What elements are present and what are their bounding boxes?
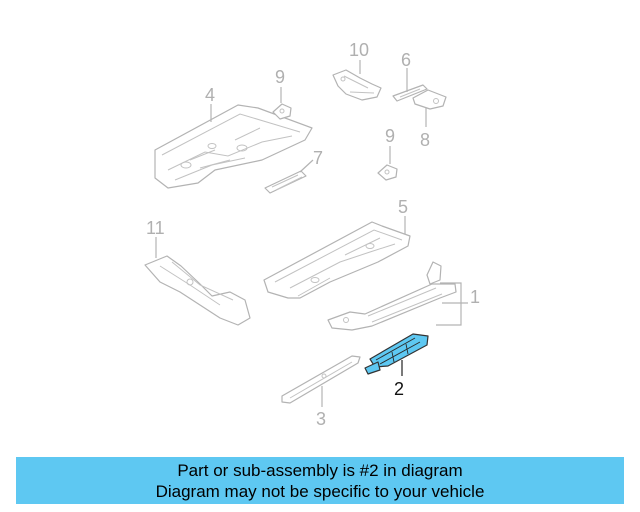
leader-7 — [299, 159, 314, 173]
part-1-assembly[interactable] — [327, 261, 457, 331]
part-6-strip[interactable] — [392, 84, 428, 102]
part-11-side-member[interactable] — [144, 255, 251, 326]
callout-5: 5 — [398, 197, 408, 217]
callout-2: 2 — [394, 379, 404, 399]
part-10-bracket[interactable] — [332, 69, 382, 101]
callout-11: 11 — [146, 218, 165, 238]
part-3-rail[interactable] — [281, 355, 361, 404]
part-5-floor-pan[interactable] — [263, 221, 411, 299]
callout-4: 4 — [205, 85, 215, 105]
callout-9a: 9 — [275, 67, 285, 87]
part-4-floor-pan[interactable] — [154, 104, 313, 189]
info-banner: Part or sub-assembly is #2 in diagram Di… — [16, 457, 624, 504]
callout-7: 7 — [313, 148, 323, 168]
callout-1: 1 — [470, 287, 480, 307]
callout-8: 8 — [420, 130, 430, 150]
callout-6: 6 — [401, 50, 411, 70]
leader-1 — [436, 282, 468, 326]
part-9-bracket-lower[interactable] — [377, 164, 398, 181]
part-2-highlighted[interactable] — [364, 333, 429, 375]
callout-3: 3 — [316, 409, 326, 429]
banner-line-1: Part or sub-assembly is #2 in diagram — [177, 461, 463, 480]
part-9-bracket-upper[interactable] — [272, 103, 292, 120]
callout-9b: 9 — [385, 126, 395, 146]
part-7-rail[interactable] — [264, 170, 307, 194]
callout-10: 10 — [349, 40, 369, 60]
parts-diagram: 10 9 6 4 8 7 9 11 5 1 2 3 — [144, 40, 480, 429]
banner-line-2: Diagram may not be specific to your vehi… — [155, 482, 485, 501]
part-8-bracket[interactable] — [412, 89, 447, 110]
